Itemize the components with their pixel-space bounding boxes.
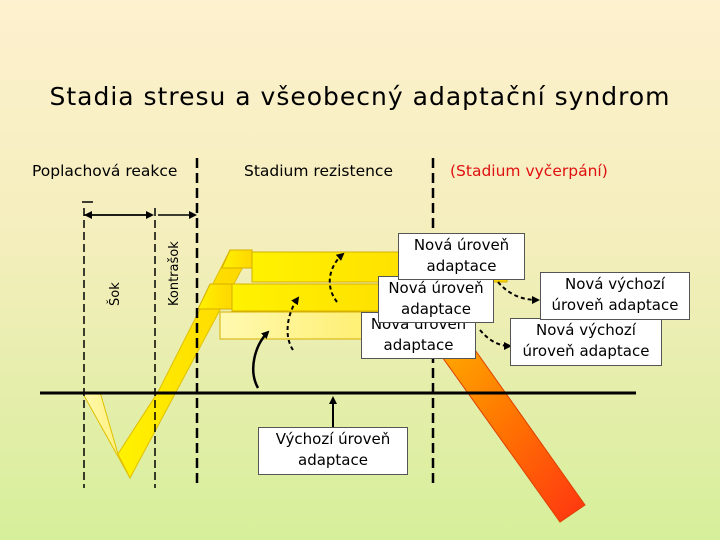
- page-title: Stadia stresu a všeobecný adaptační synd…: [49, 82, 671, 111]
- drop-arrow-1: [497, 281, 540, 304]
- shock-label: Šok: [108, 282, 123, 306]
- exhaustion-decline-band: [429, 339, 586, 523]
- resistance-band-high: [221, 249, 253, 269]
- rise-arrow-1: [328, 252, 345, 303]
- drop-arrow-2: [479, 329, 512, 350]
- stage-resistance: Stadium rezistence: [244, 162, 393, 180]
- new-baseline-box-2: Nová výchozí úroveň adaptace: [510, 318, 662, 366]
- rise-arrow-3: [252, 330, 270, 389]
- resistance-band-low: [197, 283, 233, 310]
- new-level-box-1: Nová úroveň adaptace: [398, 233, 525, 280]
- stage-alarm-reaction: Poplachová reakce: [32, 162, 178, 180]
- baseline-adaptation-box: Výchozí úroveň adaptace: [258, 427, 408, 475]
- stage-exhaustion: (Stadium vyčerpání): [450, 162, 608, 180]
- new-level-box-2: Nová úroveň adaptace: [378, 276, 494, 323]
- rise-arrow-2: [286, 296, 300, 351]
- countershock-label: Kontrašok: [167, 241, 182, 306]
- new-baseline-box-1: Nová výchozí úroveň adaptace: [540, 272, 690, 320]
